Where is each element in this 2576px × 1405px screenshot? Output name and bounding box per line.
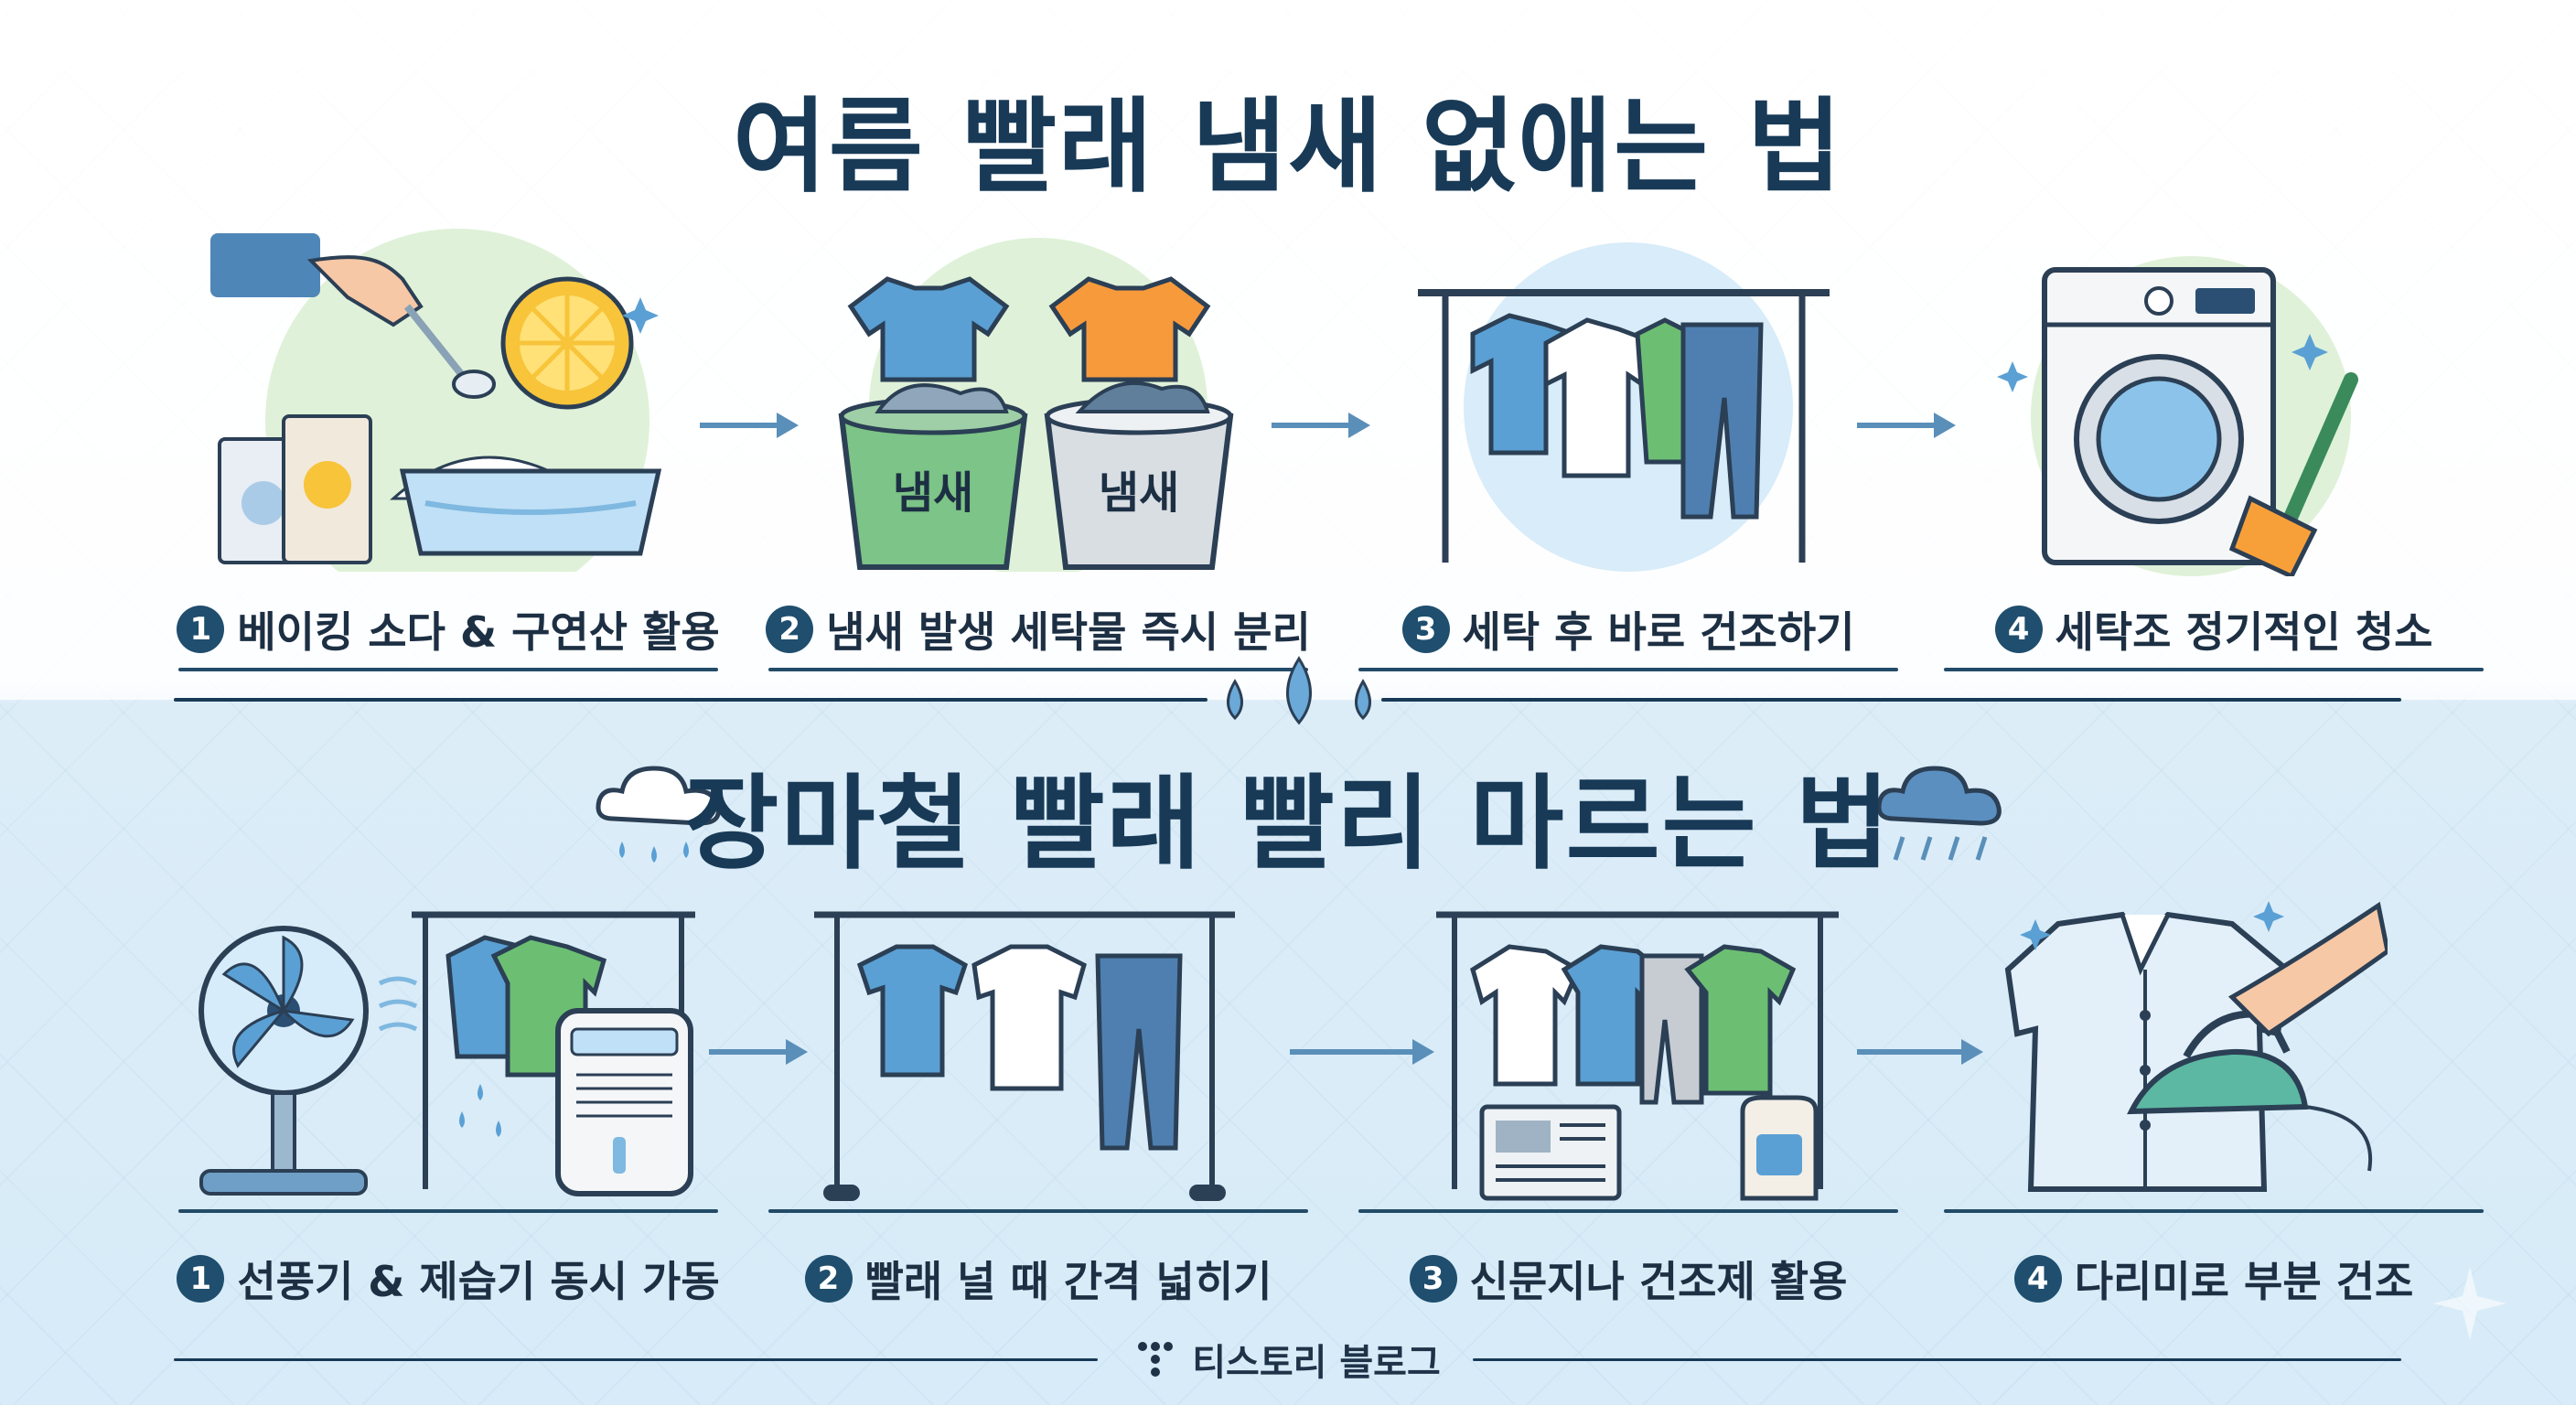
arrow-right-icon [1272,413,1370,438]
newspaper-desiccant-illustration [1427,901,1848,1207]
drying-rack-illustration [1409,224,1839,572]
section1-step1-caption: 1 베이킹 소다 & 구연산 활용 [165,599,732,660]
section2-step4-caption: 4 다리미로 부분 건조 [1930,1249,2497,1309]
step-label: 세탁 후 바로 건조하기 [1462,607,1855,657]
step-number-badge: 3 [1401,606,1450,653]
caption-underline [1358,1209,1898,1213]
arrow-right-icon [700,413,799,438]
bucket-label-1: 냄새 [893,467,973,519]
sparkle-icon [2433,1267,2506,1340]
tistory-logo-icon [1138,1342,1174,1377]
section2-step3-caption: 3 신문지나 건조제 활용 [1345,1249,1912,1309]
baking-soda-illustration [210,224,686,613]
step-number-badge: 3 [1409,1255,1457,1303]
footer-divider-left [174,1358,1098,1361]
section2-title: 장마철 빨래 빨리 마르는 법 [684,765,1892,884]
caption-underline [178,1209,718,1213]
arrow-right-icon [1290,1039,1434,1065]
water-drop-icon [1227,656,1371,725]
caption-underline [768,668,1308,671]
step-label: 신문지나 건조제 활용 [1469,1257,1848,1306]
footer-brand: 티스토리 블로그 [1125,1335,1451,1384]
step-number-badge: 2 [804,1255,853,1303]
caption-underline [768,1209,1308,1213]
step-number-badge: 1 [177,606,225,653]
arrow-right-icon [1857,413,1956,438]
step-number-badge: 1 [177,1255,225,1303]
footer-label: 티스토리 블로그 [1192,1342,1441,1384]
washing-machine-illustration [1976,224,2388,580]
laundry-buckets-illustration: 냄새 냄새 [823,233,1253,576]
step-label: 세탁조 정기적인 청소 [2055,607,2433,657]
caption-underline [1358,668,1898,671]
section1-step3-caption: 3 세탁 후 바로 건조하기 [1345,599,1912,660]
caption-underline [1944,1209,2484,1213]
step-number-badge: 2 [766,606,814,653]
step-label: 다리미로 부분 건조 [2074,1257,2414,1306]
spaced-rack-illustration [805,901,1244,1207]
footer-divider-right [1473,1358,2401,1361]
section-divider-right [1381,698,2401,702]
rain-cloud-icon [596,766,721,863]
iron-shirt-illustration [1994,896,2390,1212]
step-number-badge: 4 [2013,1255,2062,1303]
section1-step2-caption: 2 냄새 발생 세탁물 즉시 분리 [755,599,1322,660]
section2-step2-caption: 2 빨래 널 때 간격 넓히기 [755,1249,1322,1309]
caption-underline [1944,668,2484,671]
section1-step4-caption: 4 세탁조 정기적인 청소 [1930,599,2497,660]
rain-cloud-icon [1876,766,2002,861]
step-label: 냄새 발생 세탁물 즉시 분리 [826,607,1311,657]
fan-dehumidifier-illustration [183,901,704,1207]
caption-underline [178,668,718,671]
step-number-badge: 4 [1994,606,2043,653]
bucket-label-2: 냄새 [1099,467,1179,519]
arrow-right-icon [1857,1039,1983,1065]
section-divider-left [174,698,1208,702]
step-label: 빨래 널 때 간격 넓히기 [864,1257,1272,1306]
step-label: 선풍기 & 제습기 동시 가동 [237,1257,720,1306]
section1-title: 여름 빨래 냄새 없애는 법 [732,88,1844,207]
step-label: 베이킹 소다 & 구연산 활용 [237,607,720,657]
section2-step1-caption: 1 선풍기 & 제습기 동시 가동 [165,1249,732,1309]
arrow-right-icon [709,1039,808,1065]
